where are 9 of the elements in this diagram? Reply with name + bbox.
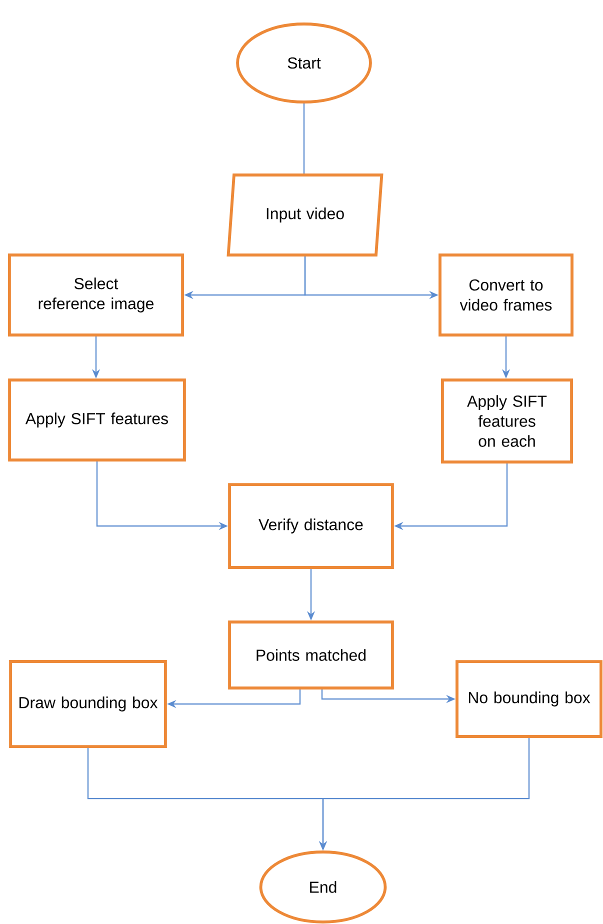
input-parallelogram: Input video xyxy=(226,174,384,256)
process-box: Apply SIFT features on each xyxy=(441,378,573,464)
process-box: Verify distance xyxy=(228,483,394,569)
process-box: Draw bounding box xyxy=(9,660,167,748)
process-box: Convert to video frames xyxy=(438,254,574,336)
process-box: No bounding box xyxy=(456,660,602,738)
process-box: Select reference image xyxy=(8,254,184,336)
process-box: Points matched xyxy=(228,620,394,690)
process-box: Apply SIFT features xyxy=(8,378,186,462)
